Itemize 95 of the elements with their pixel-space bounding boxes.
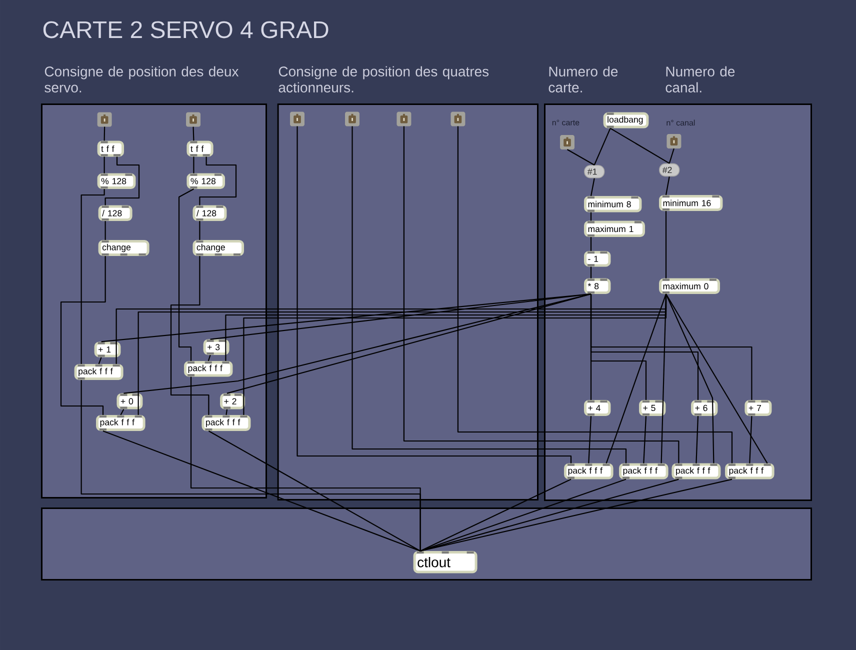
inlet-box: [345, 112, 360, 126]
patch-cord: [594, 128, 611, 166]
patch-cord: [170, 256, 210, 415]
patch-cord: [420, 478, 626, 552]
patch-cord: [226, 409, 228, 416]
object-box: pack f f f: [202, 415, 251, 431]
patch-cord: [296, 126, 572, 464]
object-box: loadbang: [603, 112, 649, 128]
patch-cord: [210, 293, 592, 340]
object-box: - 1: [584, 251, 611, 267]
object-box: change: [98, 240, 150, 256]
patch-cord: [668, 148, 674, 164]
patch-cord: [590, 266, 592, 278]
patch-cord: [588, 416, 592, 464]
object-box: change: [192, 240, 244, 256]
patch-cord: [420, 478, 572, 552]
patch-cord: [643, 416, 647, 464]
inlet-label: n° canal: [666, 120, 695, 126]
object-box: % 128: [97, 173, 136, 189]
patch-cord: [104, 221, 106, 240]
patch-cord: [102, 430, 420, 552]
patch-cord: [606, 294, 667, 464]
patch-cord: [566, 149, 595, 166]
object-box: pack f f f: [725, 463, 774, 480]
object-box: pack f f f: [672, 463, 721, 480]
patch-cord: [590, 237, 592, 251]
patch-cord: [199, 156, 237, 206]
object-box: + 0: [116, 393, 143, 410]
object-box: pack f f f: [564, 463, 614, 480]
object-box: pack f f f: [74, 364, 124, 380]
patch-cord: [104, 156, 140, 206]
patch-cord: [749, 416, 752, 464]
object-box: t f f: [97, 140, 124, 157]
patch-cord: [208, 354, 211, 362]
object-box: + 4: [584, 400, 611, 416]
patch-cord: [208, 430, 421, 552]
patch-cord: [124, 293, 592, 394]
patch-cord: [101, 293, 592, 342]
message-box: #2: [659, 163, 680, 177]
object-box: pack f f f: [184, 361, 233, 377]
object-box: minimum 8: [584, 196, 642, 212]
object-box: t f f: [186, 140, 214, 157]
patch-cord: [666, 294, 714, 464]
patch-cord: [98, 357, 102, 364]
object-box: + 5: [639, 400, 666, 416]
patch-cord: [590, 294, 752, 400]
panel-heading: Consigne de position des deux servo.: [44, 66, 239, 92]
patch-cord: [590, 212, 592, 221]
inlet-label: n° carte: [552, 120, 580, 126]
patch-cord: [420, 478, 679, 552]
panel-heading: Numero de canal.: [666, 66, 735, 92]
patch-cord: [665, 211, 667, 278]
patch-cord: [457, 126, 733, 464]
object-box: + 2: [220, 393, 245, 410]
panel-heading: Numero de carte.: [548, 66, 618, 92]
patch-cord: [420, 478, 732, 552]
object-box: pack f f f: [619, 463, 668, 480]
patch-cord: [178, 188, 194, 361]
object-box: maximum 1: [584, 220, 645, 237]
patch-cord: [120, 409, 124, 416]
object-box: pack f f f: [96, 415, 146, 431]
object-box: * 8: [584, 278, 611, 294]
patch-cord: [610, 128, 670, 164]
object-box: + 3: [203, 339, 230, 355]
patch-cord: [352, 126, 627, 464]
object-box: maximum 0: [659, 278, 720, 294]
patch-cord: [104, 156, 105, 174]
patch-cord: [199, 221, 200, 240]
patch-cord: [665, 176, 670, 196]
patch-cord: [192, 126, 194, 141]
patch-cord: [666, 294, 768, 464]
patch-cord: [193, 156, 194, 174]
inlet-box: [186, 112, 200, 127]
patch-cord: [226, 293, 592, 394]
object-box: minimum 16: [659, 195, 723, 211]
object-box: + 6: [691, 400, 718, 416]
object-box: ctlout: [413, 551, 478, 574]
patch-cord: [696, 416, 699, 464]
object-box: / 128: [192, 205, 227, 221]
patch-cord: [104, 126, 106, 141]
patch-cord: [80, 189, 105, 364]
inlet-box: [396, 112, 412, 126]
title: CARTE 2 SERVO 4 GRAD: [43, 21, 328, 38]
patch-cord: [590, 178, 595, 196]
panel: [41, 508, 812, 580]
patch-cord: [60, 256, 106, 415]
patch-cord: [403, 126, 680, 464]
inlet-box: [290, 112, 304, 126]
patch-cord: [190, 376, 421, 551]
object-box: + 1: [94, 342, 121, 358]
inlet-box: [450, 112, 466, 126]
panel-heading: Consigne de position des quatres actionneurs.: [278, 66, 489, 92]
object-box: + 7: [744, 400, 772, 416]
object-box: / 128: [98, 205, 132, 221]
object-box: % 128: [186, 173, 225, 189]
